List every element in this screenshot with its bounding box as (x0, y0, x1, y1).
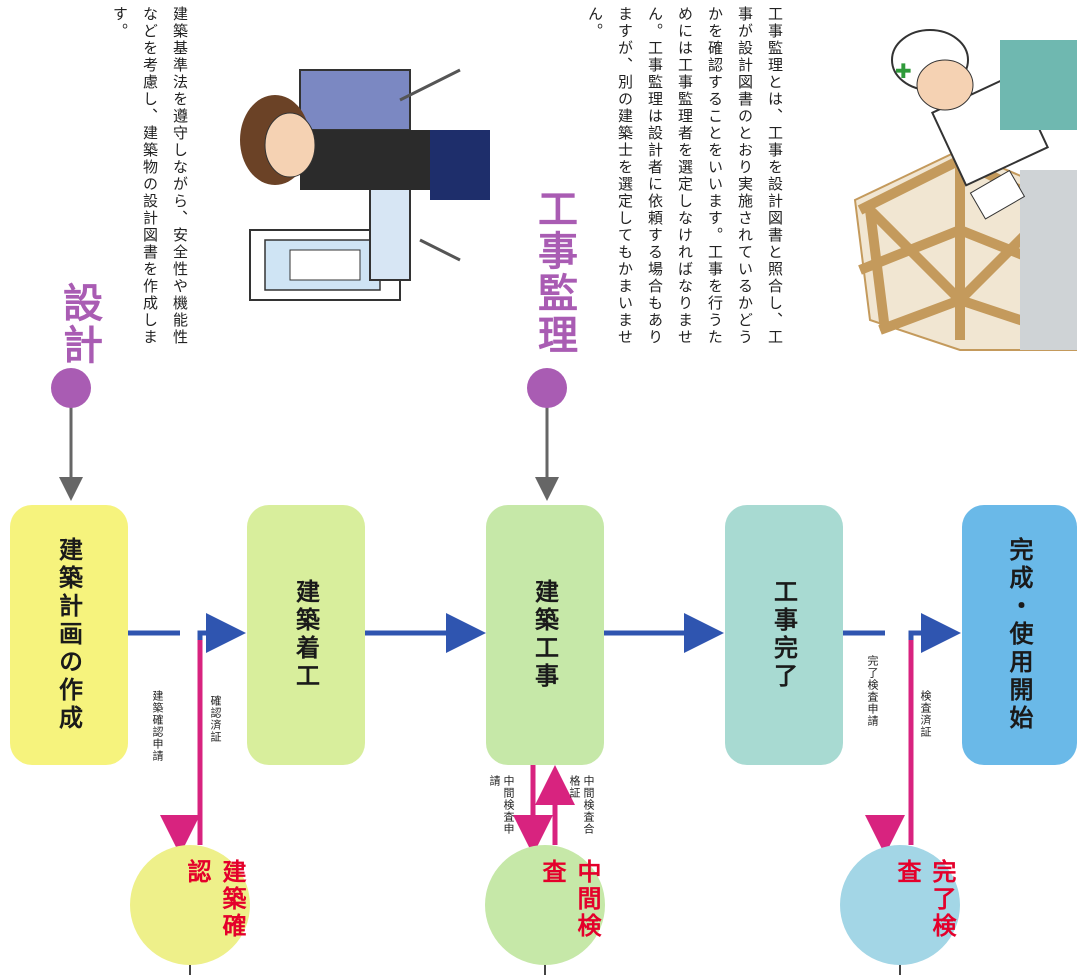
step-box-plan: 建築計画の作成 (10, 505, 128, 765)
step-box-completion: 工事完了 (725, 505, 843, 765)
step-box-construction: 建築工事 (486, 505, 604, 765)
inspection-circle-confirm: 建築確認 (130, 845, 250, 965)
step-label-use: 完成・使用開始 (1005, 537, 1033, 733)
supervision-text: 工事監理とは、工事を設計図書と照合し、工事が設計図書のとおり実施されているかどう… (586, 6, 784, 346)
flow-arrow-4b (908, 613, 961, 653)
step-label-plan: 建築計画の作成 (54, 537, 83, 733)
step-label-completion: 工事完了 (769, 579, 798, 691)
inspection-label-confirm: 建築確認 (183, 859, 246, 940)
flow-arrow-1-ret (197, 613, 246, 653)
inspection-label-interim: 中間検査 (538, 859, 601, 940)
design-dot (51, 368, 91, 408)
inspection-label-final: 完了検査 (893, 859, 956, 940)
step-box-start: 建築着工 (247, 505, 365, 765)
design-text: 建築基準法を遵守しながら、安全性や機能性などを考慮し、建築物の設計図書を作成しま… (111, 6, 189, 346)
arrow-label-final-apply: 完了検査申請 (866, 655, 879, 727)
step-box-use: 完成・使用開始 (962, 505, 1077, 765)
svg-text:✚: ✚ (895, 59, 912, 83)
supervision-heading: 工事監理 (531, 188, 577, 356)
design-heading: 設計 (56, 282, 102, 366)
step-label-construction: 建築工事 (530, 579, 559, 691)
arrow-label-confirm-cert: 確認済証 (209, 695, 222, 743)
supervision-dot (527, 368, 567, 408)
arrow-label-interim-apply: 中間検査申請 (488, 775, 515, 835)
step-label-start: 建築着工 (291, 579, 320, 691)
arrow-label-confirm-apply: 建築確認申請 (151, 690, 164, 762)
inspection-circle-interim: 中間検査 (485, 845, 605, 965)
inspection-circle-final: 完了検査 (840, 845, 960, 965)
arrow-label-final-cert: 検査済証 (919, 690, 932, 738)
arrow-label-interim-cert: 中間検査合格証 (568, 775, 595, 835)
